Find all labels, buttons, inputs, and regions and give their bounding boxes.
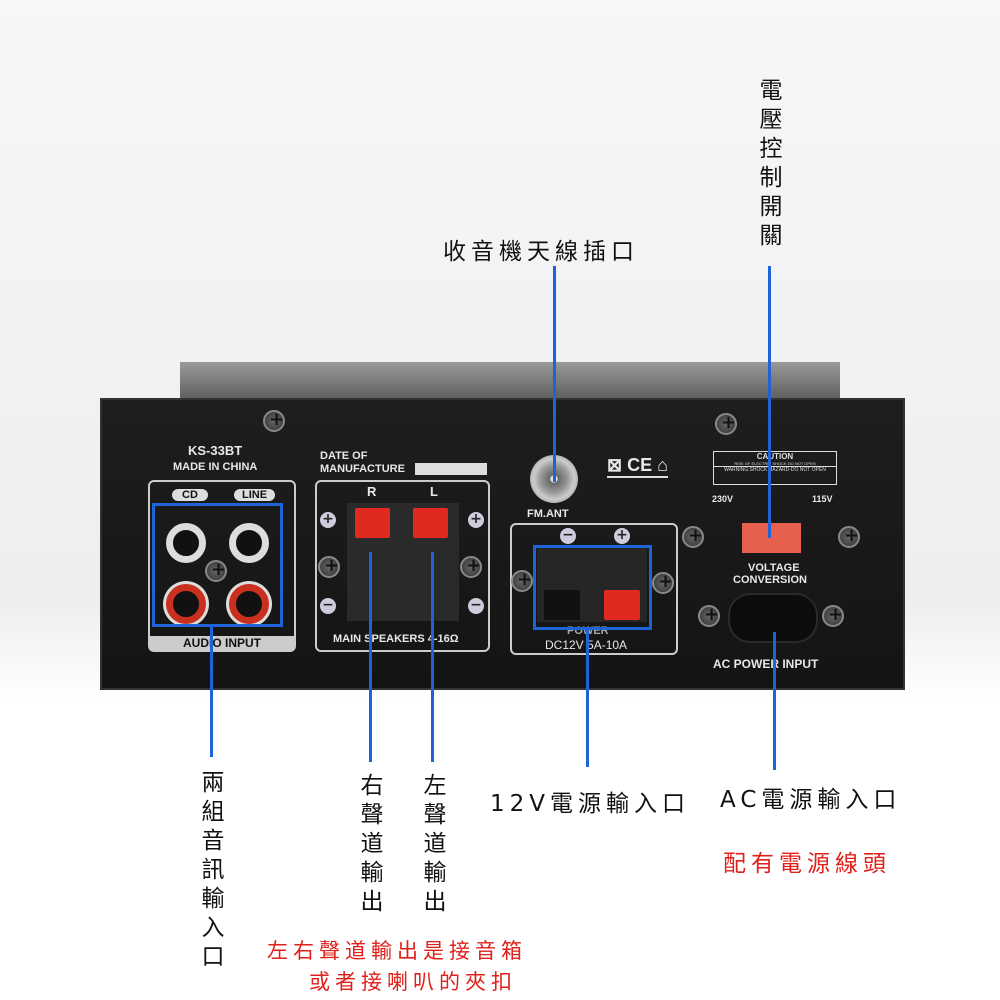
line-right-jack[interactable] bbox=[229, 584, 269, 624]
cd-left-jack[interactable] bbox=[166, 523, 206, 563]
screw bbox=[460, 555, 482, 578]
right-speaker-clip[interactable] bbox=[355, 508, 390, 538]
right-output-pointer bbox=[369, 552, 372, 762]
caution-title: CAUTION bbox=[756, 452, 794, 461]
screw bbox=[838, 525, 860, 548]
date-of-label: DATE OF bbox=[320, 450, 368, 462]
caution-label: CAUTION RISK OF ELECTRIC SHOCK DO NOT OP… bbox=[713, 451, 837, 485]
fm-antenna-annotation: 收音機天線插口 bbox=[443, 239, 639, 265]
230v-label: 230V bbox=[712, 494, 734, 504]
main-speakers-label: MAIN SPEAKERS 4-16Ω bbox=[333, 633, 459, 645]
ac-input-pointer bbox=[773, 632, 776, 770]
audio-input-pointer bbox=[210, 627, 213, 757]
cd-label: CD bbox=[172, 489, 208, 501]
model-label: KS-33BT bbox=[188, 443, 243, 458]
dc-input-highlight bbox=[533, 545, 652, 630]
speaker-panel bbox=[315, 480, 490, 652]
minus-icon: − bbox=[320, 598, 336, 614]
screw bbox=[205, 559, 227, 582]
certification-marks: ⊠ CE ⌂ bbox=[607, 455, 668, 478]
dc-input-annotation: 12V電源輸入口 bbox=[490, 791, 691, 817]
ac-power-input-label: AC POWER INPUT bbox=[713, 657, 819, 671]
fm-ant-label: FM.ANT bbox=[527, 508, 569, 520]
screw bbox=[263, 409, 285, 432]
amplifier-top bbox=[180, 362, 840, 402]
plus-icon: + bbox=[468, 512, 484, 528]
dc-positive-clip[interactable] bbox=[604, 590, 640, 620]
screw bbox=[318, 555, 340, 578]
speaker-r-label: R bbox=[367, 484, 377, 499]
screw bbox=[652, 571, 674, 594]
ac-cord-note: 配有電源線頭 bbox=[723, 851, 891, 877]
conversion-label: CONVERSION bbox=[733, 574, 807, 586]
minus-icon: − bbox=[560, 528, 576, 544]
line-label: LINE bbox=[234, 489, 276, 501]
audio-input-highlight bbox=[152, 503, 283, 627]
origin-label: MADE IN CHINA bbox=[173, 461, 258, 473]
audio-input-panel bbox=[148, 480, 296, 652]
fm-antenna-pointer bbox=[553, 266, 556, 482]
warning-text: WARNING:SHOCK HAZARD-DO NOT OPEN bbox=[714, 466, 836, 473]
screw bbox=[682, 525, 704, 548]
left-output-annotation: 左聲道輸出 bbox=[419, 773, 445, 918]
right-output-annotation: 右聲道輸出 bbox=[356, 773, 382, 918]
dc-negative-clip[interactable] bbox=[544, 590, 580, 620]
voltage-selector-switch[interactable] bbox=[742, 523, 801, 553]
plus-icon: + bbox=[320, 512, 336, 528]
screw bbox=[822, 604, 844, 627]
cd-right-jack[interactable] bbox=[166, 584, 206, 624]
speaker-note-line-2: 或者接喇叭的夾扣 bbox=[309, 970, 517, 994]
screw bbox=[698, 604, 720, 627]
minus-icon: − bbox=[468, 598, 484, 614]
dc-input-pointer bbox=[586, 630, 589, 767]
caution-subtext: RISK OF ELECTRIC SHOCK DO NOT OPEN bbox=[734, 461, 816, 466]
audio-input-label: AUDIO INPUT bbox=[150, 636, 294, 650]
speaker-l-label: L bbox=[430, 484, 438, 499]
audio-input-annotation: 兩組音訊輸入口 bbox=[197, 770, 223, 973]
voltage-label: VOLTAGE bbox=[748, 562, 800, 574]
left-output-pointer bbox=[431, 552, 434, 762]
date-field bbox=[415, 463, 487, 475]
voltage-switch-pointer bbox=[768, 266, 771, 538]
dc-power-panel bbox=[510, 523, 678, 655]
screw bbox=[715, 412, 737, 435]
line-left-jack[interactable] bbox=[229, 523, 269, 563]
ac-input-annotation: AC電源輸入口 bbox=[720, 787, 902, 813]
voltage-switch-annotation: 電壓控制開關 bbox=[755, 78, 781, 252]
manufacture-label: MANUFACTURE bbox=[320, 463, 405, 475]
115v-label: 115V bbox=[812, 494, 833, 504]
screw bbox=[511, 569, 533, 592]
left-speaker-clip[interactable] bbox=[413, 508, 448, 538]
plus-icon: + bbox=[614, 528, 630, 544]
speaker-note-line-1: 左右聲道輸出是接音箱 bbox=[267, 939, 527, 963]
